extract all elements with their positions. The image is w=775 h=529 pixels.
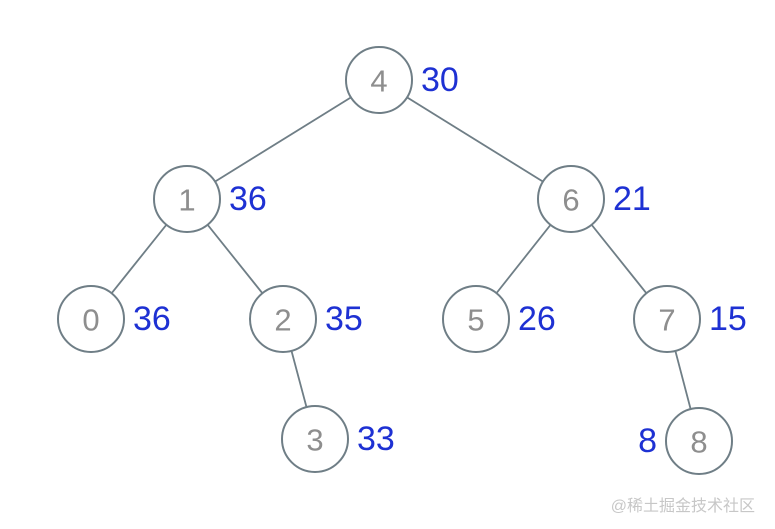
- node-circle-0: [57, 285, 125, 353]
- node-number-4: 4: [370, 64, 387, 99]
- node-circle-6: [537, 165, 605, 233]
- node-value-label-1: 36: [229, 180, 267, 218]
- watermark-text: @稀土掘金技术社区: [610, 498, 755, 515]
- tree-node-1: 1 36: [153, 165, 267, 233]
- node-number-0: 0: [82, 303, 99, 338]
- tree-node-4: 4 30: [345, 46, 459, 114]
- node-value-label-3: 33: [357, 420, 395, 458]
- node-number-6: 6: [562, 183, 579, 218]
- tree-edge-4-1: [186, 79, 380, 200]
- node-number-7: 7: [658, 303, 675, 338]
- node-number-2: 2: [274, 303, 291, 338]
- node-value-label-5: 26: [518, 300, 556, 338]
- node-number-1: 1: [178, 183, 195, 218]
- node-circle-5: [442, 285, 510, 353]
- node-value-label-8: 8: [638, 422, 657, 460]
- node-value-label-7: 15: [709, 300, 747, 338]
- node-value-label-4: 30: [421, 61, 459, 99]
- node-circle-2: [249, 285, 317, 353]
- node-value-label-2: 35: [325, 300, 363, 338]
- tree-node-8: 88: [638, 407, 733, 475]
- node-number-8: 8: [690, 425, 707, 460]
- node-number-5: 5: [467, 303, 484, 338]
- node-circle-4: [345, 46, 413, 114]
- node-circle-1: [153, 165, 221, 233]
- node-circle-7: [633, 285, 701, 353]
- tree-node-2: 2 35: [249, 285, 363, 353]
- node-number-3: 3: [306, 423, 323, 458]
- node-value-label-6: 21: [613, 180, 651, 218]
- node-circle-3: [281, 405, 349, 473]
- tree-edge-4-6: [378, 79, 572, 200]
- tree-node-5: 5 26: [442, 285, 556, 353]
- tree-node-6: 6 21: [537, 165, 651, 233]
- node-circle-8: [665, 407, 733, 475]
- tree-node-7: 7 15: [633, 285, 747, 353]
- tree-node-0: 0 36: [57, 285, 171, 353]
- node-value-label-0: 36: [133, 300, 171, 338]
